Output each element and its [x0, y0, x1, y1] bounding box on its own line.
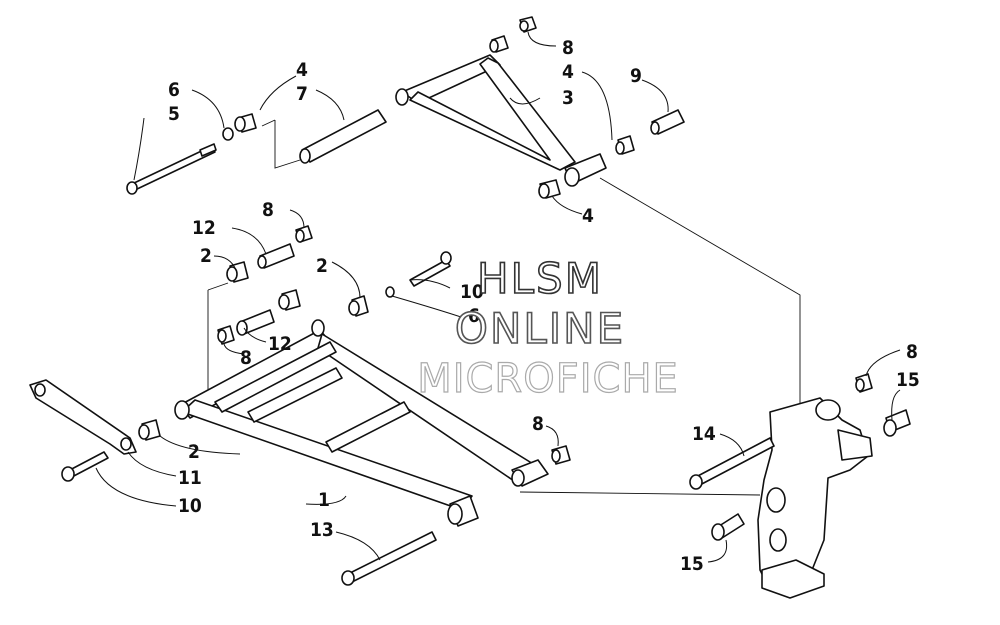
- callout-13: 13: [310, 519, 334, 541]
- callout-11: 11: [178, 467, 202, 489]
- callout-8c: 8: [240, 347, 252, 369]
- callout-8d: 8: [532, 413, 544, 435]
- callout-3: 3: [562, 87, 574, 109]
- callout-10a: 10: [460, 281, 484, 303]
- callout-9: 9: [630, 65, 642, 87]
- assembly-guide-lines: [207, 119, 801, 496]
- callout-1: 1: [318, 489, 330, 511]
- callout-6a: 6: [168, 79, 180, 101]
- callout-4a: 4: [296, 59, 308, 81]
- upper-a-arm: [395, 16, 685, 199]
- callout-8b: 8: [262, 199, 274, 221]
- callout-15a: 15: [896, 369, 920, 391]
- callout-7: 7: [296, 83, 308, 105]
- callout-12b: 12: [268, 333, 292, 355]
- callout-2c: 2: [188, 441, 200, 463]
- upper-arm-hardware: [126, 109, 387, 195]
- callout-6b: 6: [468, 305, 480, 327]
- callout-8a: 8: [562, 37, 574, 59]
- callout-4b: 4: [562, 61, 574, 83]
- callout-14: 14: [692, 423, 716, 445]
- callout-12a: 12: [192, 217, 216, 239]
- callout-4c: 4: [582, 205, 594, 227]
- lower-a-arm: [29, 225, 571, 586]
- callout-15b: 15: [680, 553, 704, 575]
- callout-10b: 10: [178, 495, 202, 517]
- spindle-knuckle: [689, 373, 911, 599]
- callout-8e: 8: [906, 341, 918, 363]
- callout-2a: 2: [200, 245, 212, 267]
- leader-lines: [95, 31, 901, 563]
- callout-labels: 1 2 2 2 3 4 4 4 5 6 6 7 8 8 8 8 8 9 10 1…: [168, 37, 920, 575]
- callout-2b: 2: [316, 255, 328, 277]
- callout-5: 5: [168, 103, 180, 125]
